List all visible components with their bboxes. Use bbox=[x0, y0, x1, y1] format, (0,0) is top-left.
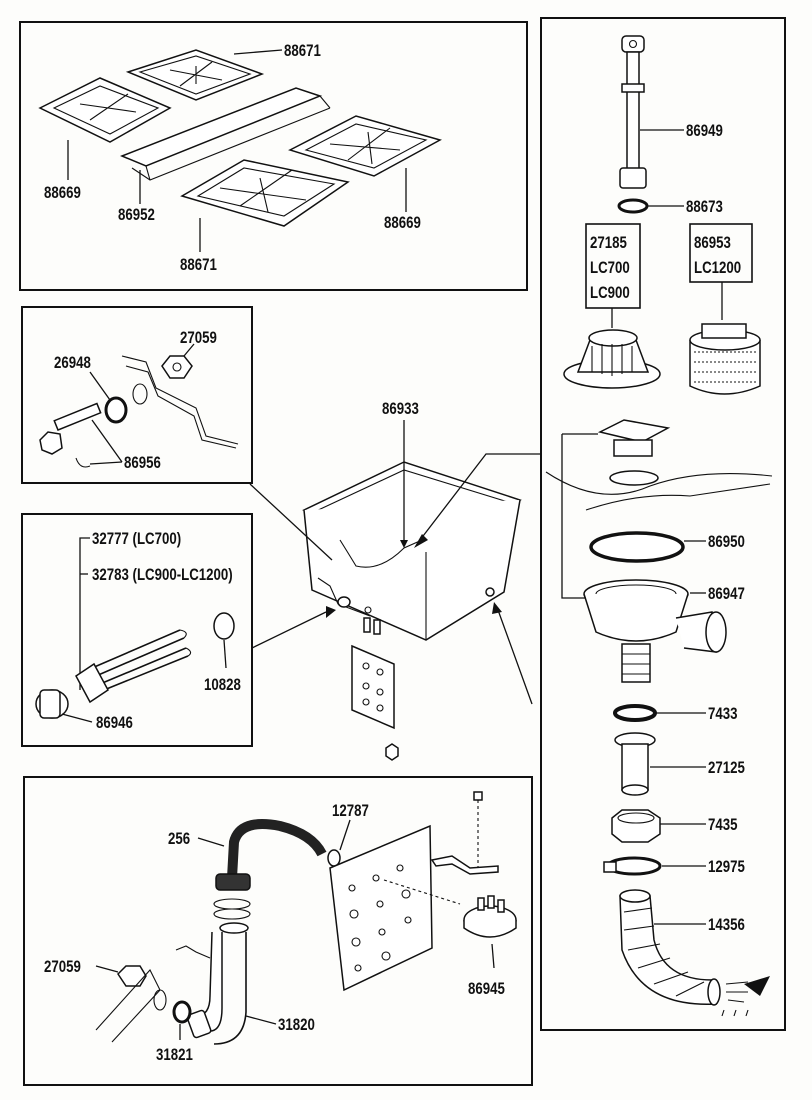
filter-tray-top bbox=[125, 49, 265, 101]
drain-assembly-panel bbox=[540, 17, 786, 1031]
part-label-26948: 26948 bbox=[54, 354, 91, 373]
screw bbox=[473, 791, 483, 801]
strainer-box-right bbox=[689, 223, 753, 283]
part-label-86950: 86950 bbox=[708, 533, 745, 552]
cap-86946 bbox=[35, 689, 69, 719]
part-label-86933: 86933 bbox=[382, 400, 419, 419]
nut-27059-lower bbox=[117, 965, 147, 987]
tank-to-drain-arrow bbox=[419, 453, 541, 541]
drain-body-upper-fitting bbox=[597, 419, 671, 486]
part-label-27125: 27125 bbox=[708, 759, 745, 778]
filter-tray-right bbox=[288, 115, 442, 177]
washer-26948 bbox=[104, 396, 128, 424]
washer-ring bbox=[132, 383, 148, 405]
box-left-line-1: 27185 bbox=[590, 234, 627, 253]
strainer-basket-lc1200 bbox=[689, 323, 761, 395]
part-label-31820: 31820 bbox=[278, 1016, 315, 1035]
washers bbox=[213, 898, 251, 920]
part-label-86952: 86952 bbox=[118, 206, 155, 225]
hose-clamp-12975 bbox=[603, 856, 662, 876]
bracket-strip bbox=[430, 855, 499, 875]
part-label-256: 256 bbox=[168, 830, 190, 849]
part-label-12975: 12975 bbox=[708, 858, 745, 877]
box-left-line-2: LC700 bbox=[590, 259, 630, 278]
part-label-88669-left: 88669 bbox=[44, 184, 81, 203]
wire-connector bbox=[175, 945, 211, 959]
water-drops bbox=[721, 1009, 749, 1017]
part-label-10828: 10828 bbox=[204, 676, 241, 695]
nut-7435 bbox=[611, 809, 661, 843]
elbow-tube-31820 bbox=[186, 922, 249, 1045]
part-label-27059-upper: 27059 bbox=[180, 329, 217, 348]
wall-section bbox=[95, 969, 161, 1043]
part-label-12787: 12787 bbox=[332, 802, 369, 821]
overflow-pipe bbox=[619, 35, 647, 189]
part-label-14356: 14356 bbox=[708, 916, 745, 935]
box-right-line-2: LC1200 bbox=[694, 259, 741, 278]
gasket-86950 bbox=[589, 531, 685, 563]
part-label-88671-top: 88671 bbox=[284, 42, 321, 61]
part-label-88669-right: 88669 bbox=[384, 214, 421, 233]
drain-hose-14356 bbox=[619, 889, 721, 1006]
heater-panel bbox=[21, 513, 253, 747]
nut-fitting-panel bbox=[21, 306, 253, 484]
filter-tray-bottom bbox=[180, 159, 350, 227]
strainer-basket-lc700-lc900 bbox=[563, 329, 661, 389]
mounting-bracket bbox=[351, 644, 399, 761]
clip-12787 bbox=[327, 849, 341, 867]
fryer-tank-86933 bbox=[302, 461, 522, 641]
part-label-86946: 86946 bbox=[96, 714, 133, 733]
drain-body-86947 bbox=[583, 579, 727, 683]
part-label-32783: 32783 (LC900-LC1200) bbox=[92, 566, 233, 585]
part-label-32777: 32777 (LC700) bbox=[92, 530, 181, 549]
part-label-7433: 7433 bbox=[708, 705, 737, 724]
part-label-88671-bottom: 88671 bbox=[180, 256, 217, 275]
seal-31821 bbox=[172, 1000, 192, 1024]
oring-10828 bbox=[213, 612, 235, 640]
part-label-7435: 7435 bbox=[708, 816, 738, 835]
flow-lines bbox=[725, 981, 749, 1003]
tube-27125 bbox=[614, 732, 656, 796]
box-left-line-3: LC900 bbox=[590, 284, 630, 303]
fitting-86956 bbox=[39, 402, 102, 468]
part-label-86947: 86947 bbox=[708, 585, 745, 604]
pressure-switch-panel bbox=[23, 776, 533, 1086]
part-label-86949: 86949 bbox=[686, 122, 723, 141]
part-label-31821: 31821 bbox=[156, 1046, 193, 1065]
part-label-86945: 86945 bbox=[468, 980, 505, 999]
tank-floor-line bbox=[545, 471, 773, 495]
filter-trays-panel bbox=[19, 21, 528, 291]
box-right-line-1: 86953 bbox=[694, 234, 731, 253]
filter-tray-left bbox=[38, 77, 172, 143]
tank-wall-section bbox=[121, 355, 239, 445]
part-label-88673: 88673 bbox=[686, 198, 723, 217]
strainer-box-left bbox=[585, 223, 641, 309]
hose-256 bbox=[215, 819, 327, 891]
mounting-plate bbox=[329, 824, 433, 992]
seal-7433 bbox=[613, 704, 657, 722]
heating-element bbox=[75, 629, 192, 704]
flow-arrow bbox=[744, 976, 770, 996]
nut-27059-small bbox=[161, 355, 193, 379]
pressure-switch-86945 bbox=[463, 895, 517, 938]
part-label-27059-lower: 27059 bbox=[44, 958, 81, 977]
part-label-86956: 86956 bbox=[124, 454, 161, 473]
seal-88673 bbox=[617, 198, 649, 214]
filter-divider-channel bbox=[119, 87, 331, 181]
